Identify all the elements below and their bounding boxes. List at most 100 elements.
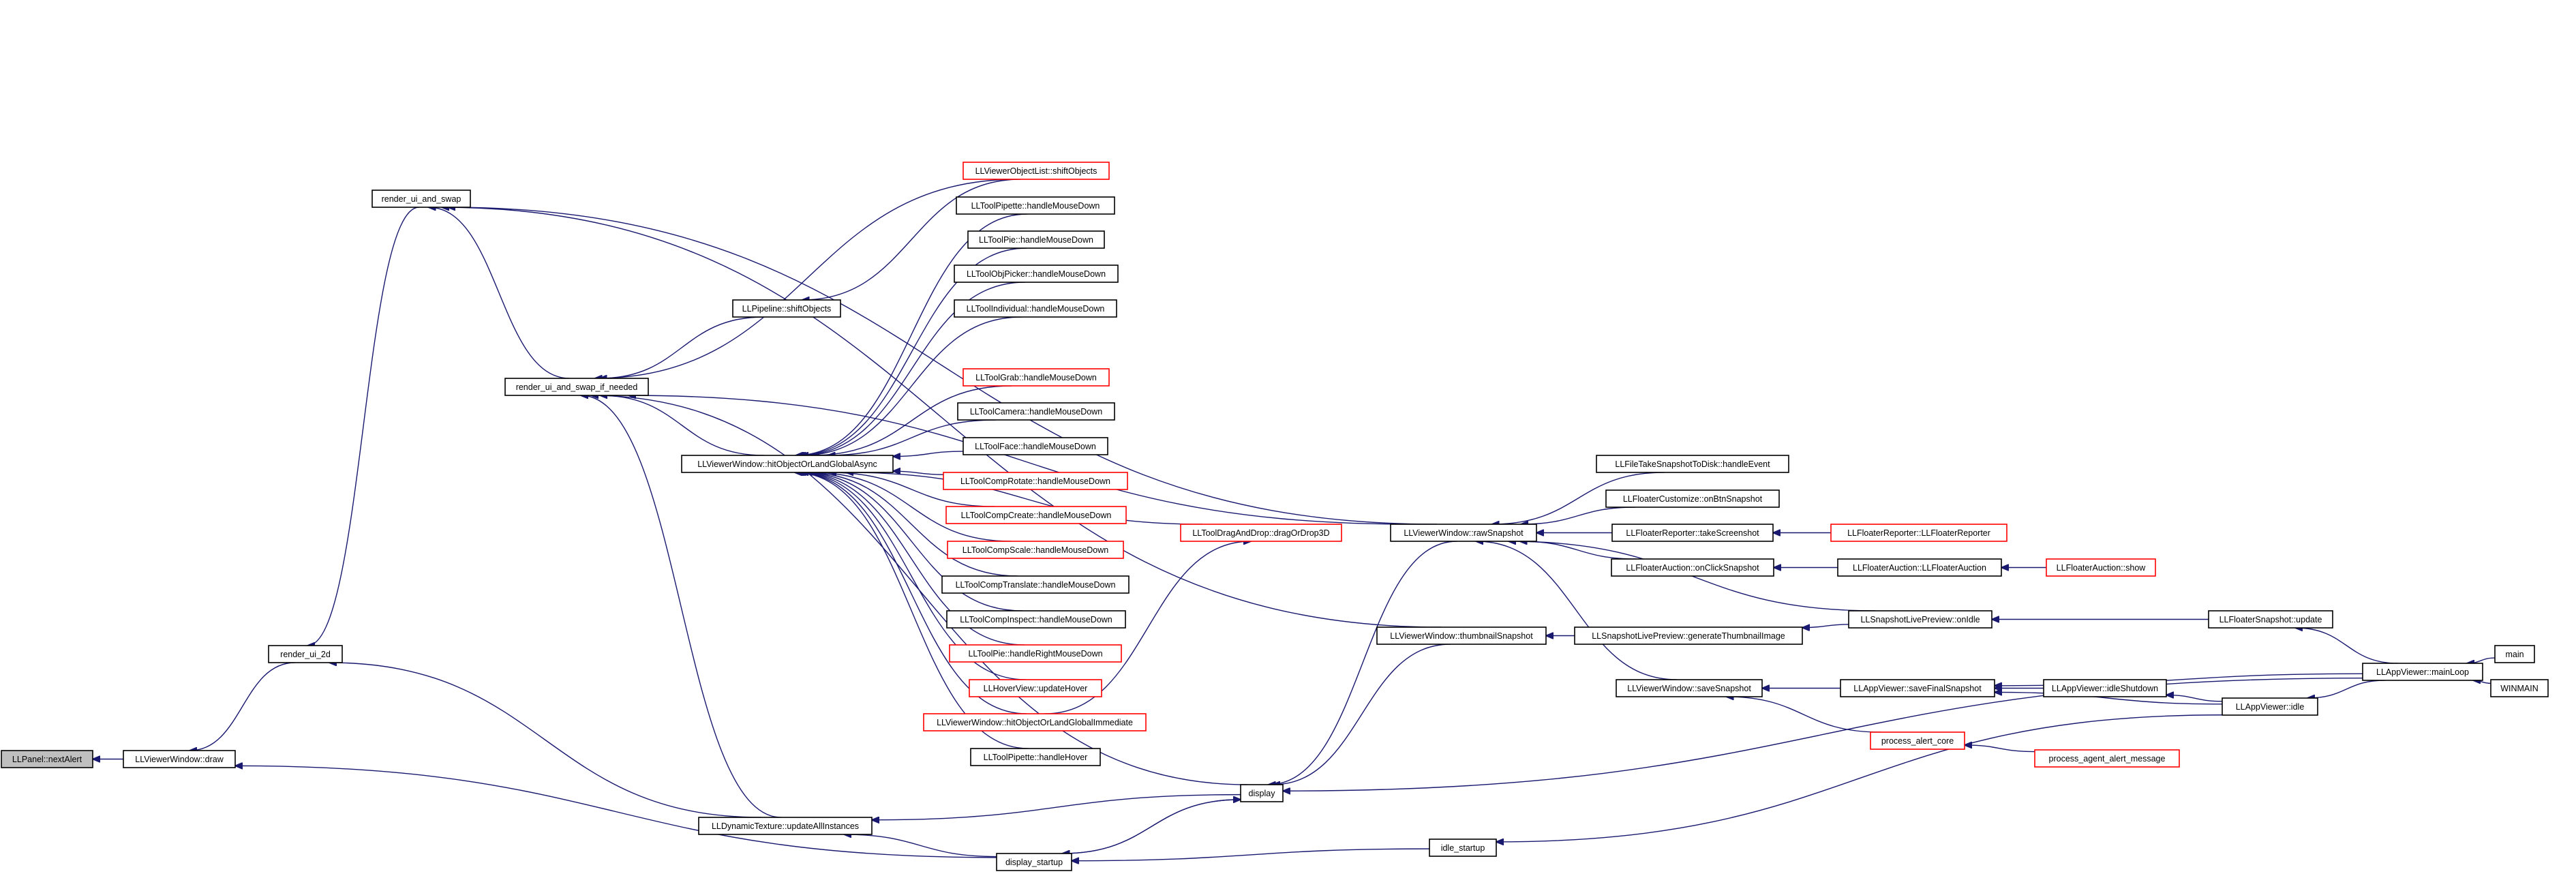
edge-pipHover-to-hitAsync (795, 472, 1029, 749)
node-pipMD[interactable]: LLToolPipette::handleMouseDown (956, 196, 1115, 215)
node-box (970, 748, 1101, 766)
node-dispStart[interactable]: display_startup (996, 853, 1072, 871)
node-box (941, 575, 1130, 594)
node-nextAlert[interactable]: LLPanel::nextAlert (1, 750, 93, 768)
edge-indivMD-to-hitAsync (801, 316, 1022, 455)
edge-scaleMD-to-hitAsync (812, 472, 1011, 542)
node-mainLoop[interactable]: LLAppViewer::mainLoop (2362, 663, 2483, 681)
node-label: LLViewerObjectList::shiftObjects (975, 166, 1097, 176)
node-dynTex[interactable]: LLDynamicTexture::updateAllInstances (698, 817, 873, 835)
node-idleShut[interactable]: LLAppViewer::idleShutdown (2043, 679, 2167, 697)
node-pieRMD[interactable]: LLToolPie::handleRightMouseDown (949, 644, 1122, 663)
edge-idleStartup-to-dispStart (1072, 848, 1430, 861)
edge-transMD-to-hitAsync (805, 472, 1018, 577)
edge-voShift-to-shiftObjects (802, 179, 1021, 300)
node-hitAsync[interactable]: LLViewerWindow::hitObjectOrLandGlobalAsy… (681, 455, 894, 473)
node-label: LLToolCompCreate::handleMouseDown (961, 511, 1112, 520)
node-box (949, 644, 1122, 663)
edge-createMD-to-hitAsync (829, 472, 995, 507)
node-hoverUpd[interactable]: LLHoverView::updateHover (969, 679, 1102, 697)
node-repCtor[interactable]: LLFloaterReporter::LLFloaterReporter (1830, 524, 2007, 542)
node-snapUpd[interactable]: LLFloaterSnapshot::update (2208, 610, 2333, 629)
node-alertCore[interactable]: process_alert_core (1870, 731, 1965, 750)
node-box (2208, 610, 2333, 629)
edge-custSnap-to-rawSnap (1521, 507, 1636, 524)
node-indivMD[interactable]: LLToolIndividual::handleMouseDown (954, 299, 1117, 318)
node-box (1605, 489, 1780, 508)
node-custSnap[interactable]: LLFloaterCustomize::onBtnSnapshot (1605, 489, 1780, 508)
node-fileTake[interactable]: LLFileTakeSnapshotToDisk::handleEvent (1596, 455, 1789, 473)
node-label: process_alert_core (1881, 736, 1954, 746)
node-label: LLToolFace::handleMouseDown (975, 442, 1096, 451)
node-label: LLToolObjPicker::handleMouseDown (967, 269, 1106, 279)
node-aucClick[interactable]: LLFloaterAuction::onClickSnapshot (1611, 558, 1774, 577)
node-objPickMD[interactable]: LLToolObjPicker::handleMouseDown (954, 265, 1119, 283)
edges-layer (93, 179, 2496, 861)
node-box (123, 750, 236, 768)
node-hitImm[interactable]: LLViewerWindow::hitObjectOrLandGlobalImm… (923, 713, 1147, 731)
node-display[interactable]: display (1240, 784, 1284, 802)
node-repShot[interactable]: LLFloaterReporter::takeScreenshot (1611, 524, 1774, 542)
node-draw[interactable]: LLViewerWindow::draw (123, 750, 236, 768)
node-aucShow[interactable]: LLFloaterAuction::show (2046, 558, 2156, 577)
edge-dynTex-to-render2d (329, 663, 762, 818)
node-grabMD[interactable]: LLToolGrab::handleMouseDown (963, 368, 1110, 387)
node-label: LLToolCamera::handleMouseDown (970, 407, 1102, 417)
node-box (1616, 679, 1763, 697)
edge-agentAlert-to-alertCore (1965, 745, 2035, 753)
node-label: LLViewerWindow::rawSnapshot (1404, 528, 1524, 538)
edge-hitImm-to-hitAsync (795, 472, 1027, 714)
edge-thumbSnap-to-display (1273, 644, 1451, 785)
edge-idle-to-idleShut (2166, 695, 2223, 702)
node-winmain[interactable]: WINMAIN (2490, 679, 2549, 697)
node-genThumb[interactable]: LLSnapshotLivePreview::generateThumbnail… (1574, 626, 1803, 645)
node-rswapif[interactable]: render_ui_and_swap_if_needed (504, 378, 649, 396)
node-inspMD[interactable]: LLToolCompInspect::handleMouseDown (946, 610, 1126, 629)
node-label: WINMAIN (2500, 684, 2539, 693)
node-dragDrop[interactable]: LLToolDragAndDrop::dragOrDrop3D (1180, 524, 1342, 542)
node-label: render_ui_and_swap_if_needed (516, 382, 638, 392)
node-pieMD[interactable]: LLToolPie::handleMouseDown (967, 230, 1105, 249)
node-label: LLViewerWindow::thumbnailSnapshot (1390, 631, 1533, 641)
node-render2d[interactable]: render_ui_2d (268, 645, 343, 663)
node-onIdle[interactable]: LLSnapshotLivePreview::onIdle (1848, 610, 1992, 629)
node-box (504, 378, 649, 396)
edge-inspMD-to-hitAsync (801, 472, 1022, 611)
node-camMD[interactable]: LLToolCamera::handleMouseDown (957, 402, 1115, 421)
node-rotMD[interactable]: LLToolCompRotate::handleMouseDown (943, 472, 1128, 490)
node-box (1429, 839, 1497, 857)
node-rawSnap[interactable]: LLViewerWindow::rawSnapshot (1390, 524, 1537, 542)
node-shiftObjects[interactable]: LLPipeline::shiftObjects (732, 299, 841, 318)
node-aucCtor[interactable]: LLFloaterAuction::LLFloaterAuction (1837, 558, 2002, 577)
node-faceMD[interactable]: LLToolFace::handleMouseDown (963, 437, 1108, 455)
node-transMD[interactable]: LLToolCompTranslate::handleMouseDown (941, 575, 1130, 594)
node-label: LLFileTakeSnapshotToDisk::handleEvent (1615, 459, 1770, 469)
node-label: LLFloaterAuction::show (2057, 563, 2147, 573)
node-saveSnap[interactable]: LLViewerWindow::saveSnapshot (1616, 679, 1763, 697)
node-box (2494, 645, 2535, 663)
node-pipHover[interactable]: LLToolPipette::handleHover (970, 748, 1101, 766)
edge-render2d-to-draw (190, 662, 295, 751)
edge-hitAsync-to-rswapif (600, 395, 764, 456)
node-idleStartup[interactable]: idle_startup (1429, 839, 1497, 857)
node-box (1376, 626, 1547, 645)
edge-display-to-dispStart (1062, 799, 1241, 854)
node-createMD[interactable]: LLToolCompCreate::handleMouseDown (945, 506, 1127, 524)
node-rswap[interactable]: render_ui_and_swap (372, 190, 471, 208)
edge-pieMD-to-hitAsync (797, 247, 1027, 455)
node-saveFinal[interactable]: LLAppViewer::saveFinalSnapshot (1840, 679, 1995, 697)
node-scaleMD[interactable]: LLToolCompScale::handleMouseDown (947, 541, 1124, 559)
node-main[interactable]: main (2494, 645, 2535, 663)
edge-idle-to-idleStartup (1496, 714, 2223, 842)
edge-rswapif-to-rswap (428, 207, 570, 379)
node-label: display (1249, 789, 1276, 798)
node-label: LLFloaterReporter::LLFloaterReporter (1847, 528, 1990, 538)
node-thumbSnap[interactable]: LLViewerWindow::thumbnailSnapshot (1376, 626, 1547, 645)
node-box (969, 679, 1102, 697)
edge-faceMD-to-hitAsync (893, 451, 964, 456)
node-voShift[interactable]: LLViewerObjectList::shiftObjects (963, 162, 1110, 180)
node-idle[interactable]: LLAppViewer::idle (2222, 697, 2318, 716)
node-agentAlert[interactable]: process_agent_alert_message (2034, 749, 2180, 768)
node-label: LLToolCompInspect::handleMouseDown (960, 615, 1112, 624)
